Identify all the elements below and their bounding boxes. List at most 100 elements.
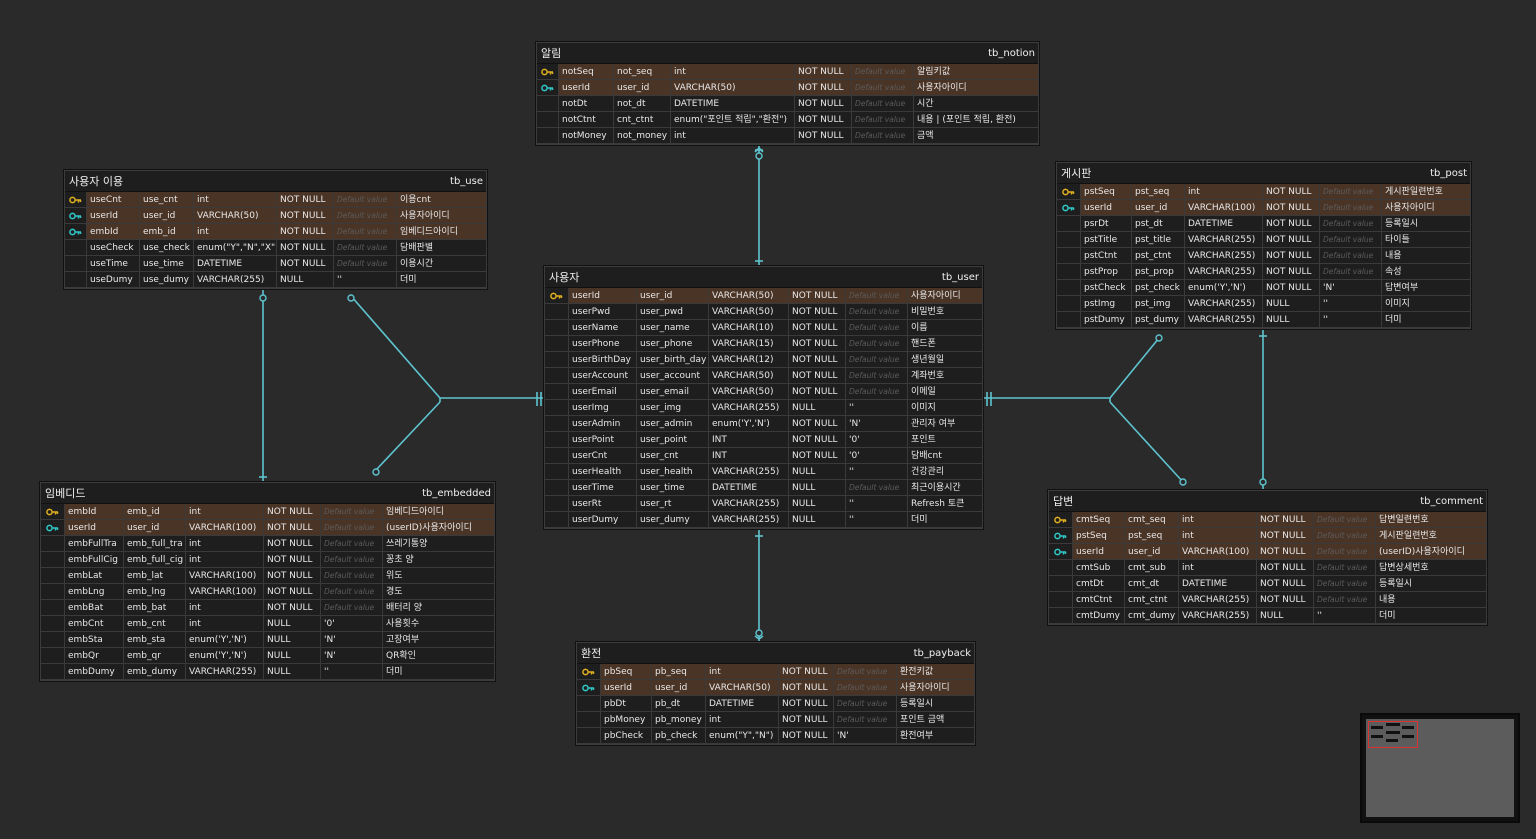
- table-header[interactable]: 답변 tb_comment: [1049, 491, 1486, 511]
- type-cell: VARCHAR(255): [186, 664, 264, 680]
- rel-user-use[interactable]: [350, 295, 544, 399]
- minimap-viewport[interactable]: [1368, 721, 1418, 748]
- table-header[interactable]: 게시판 tb_post: [1057, 163, 1470, 183]
- rel-user-comment[interactable]: [1109, 401, 1184, 483]
- logical-name-cell: pstTitle: [1081, 232, 1132, 248]
- crowfoot[interactable]: [758, 147, 764, 153]
- physical-name-cell: user_birth_day: [637, 352, 709, 368]
- minimap-area[interactable]: [1366, 719, 1514, 817]
- type-cell: VARCHAR(50): [706, 680, 779, 696]
- crowfoot[interactable]: [754, 635, 760, 640]
- table-header[interactable]: 환전 tb_payback: [577, 643, 974, 663]
- optional-many-marker: [755, 152, 763, 160]
- null-cell: NULL: [264, 616, 321, 632]
- logical-name-cell: userId: [1073, 544, 1125, 560]
- physical-name-cell: pb_dt: [652, 696, 706, 712]
- crowfoot[interactable]: [754, 147, 760, 153]
- minimap[interactable]: [1360, 713, 1520, 823]
- physical-name-cell: user_health: [637, 464, 709, 480]
- table-logical-name: 사용자 이용: [69, 175, 124, 188]
- table-header[interactable]: 사용자 tb_user: [545, 267, 982, 287]
- table-header[interactable]: 사용자 이용 tb_use: [65, 171, 486, 191]
- table-header[interactable]: 임베디드 tb_embedded: [41, 483, 494, 503]
- default-cell: '': [1314, 608, 1376, 624]
- table-header[interactable]: 알림 tb_notion: [537, 43, 1038, 63]
- physical-name-cell: pst_seq: [1125, 528, 1179, 544]
- table-logical-name: 답변: [1053, 495, 1074, 508]
- rel-user-post[interactable]: [981, 337, 1160, 399]
- rel-user-embedded[interactable]: [375, 401, 441, 471]
- type-cell: int: [1179, 528, 1257, 544]
- type-cell: DATETIME: [1179, 576, 1257, 592]
- crowfoot[interactable]: [758, 635, 764, 640]
- foreign-key-icon: [65, 208, 87, 224]
